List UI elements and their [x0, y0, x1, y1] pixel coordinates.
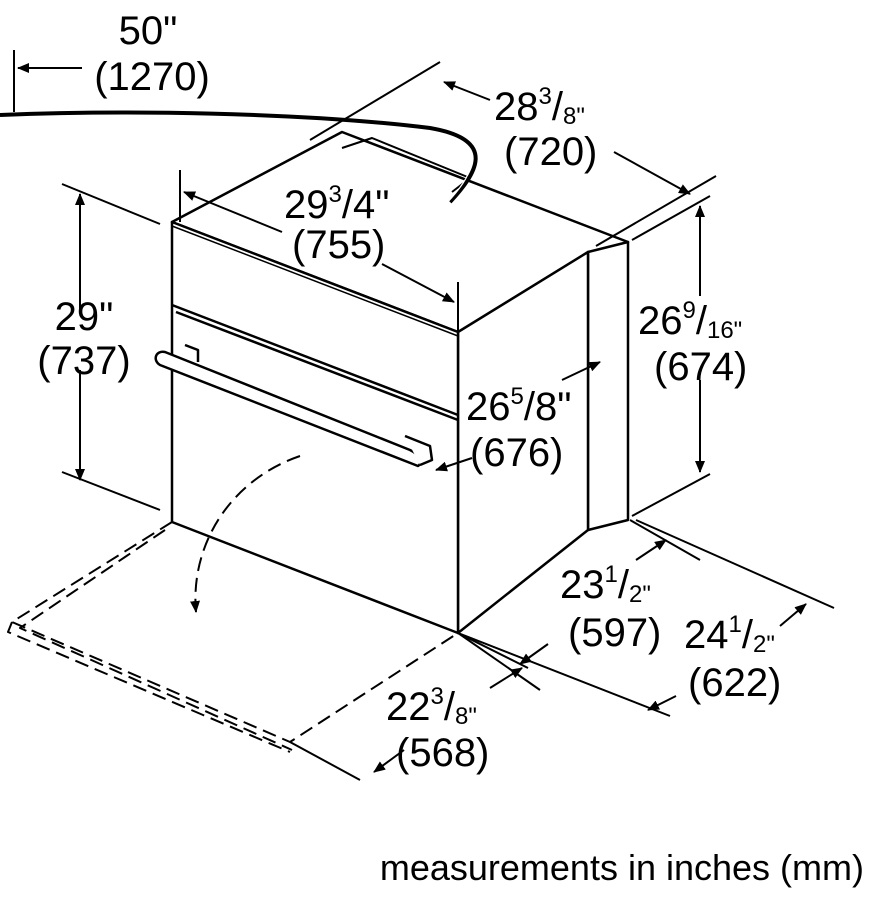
svg-text:(1270): (1270): [94, 55, 210, 99]
svg-text:223/8": 223/8": [386, 683, 477, 730]
control-panel-divider: [171, 303, 459, 417]
label-overall-depth: 283/8" (720): [494, 83, 597, 174]
svg-text:(674): (674): [654, 345, 747, 389]
caption: measurements in inches (mm): [380, 847, 864, 888]
power-cord: [0, 110, 478, 204]
door-swing-outline: [7, 455, 459, 753]
svg-text:293/4": 293/4": [284, 181, 389, 227]
svg-text:241/2": 241/2": [684, 611, 775, 658]
svg-text:29": 29": [55, 295, 114, 339]
svg-text:(676): (676): [470, 431, 563, 475]
oven-drawing: [0, 110, 630, 753]
svg-text:(737): (737): [37, 339, 130, 383]
svg-text:(597): (597): [568, 611, 661, 655]
svg-text:(568): (568): [396, 731, 489, 775]
label-cord-length: 50" (1270): [94, 9, 210, 99]
svg-text:50": 50": [119, 9, 178, 53]
label-overall-height: 29" (737): [37, 295, 130, 383]
svg-text:(755): (755): [292, 223, 385, 267]
svg-text:265/8": 265/8": [466, 383, 571, 429]
door-swing-arrow: [190, 455, 301, 613]
label-overall-width: 293/4" (755): [284, 181, 389, 267]
label-total-depth: 241/2" (622): [684, 611, 781, 705]
label-body-height: 269/16" (674): [638, 297, 747, 389]
label-door-open-depth: 223/8" (568): [386, 683, 489, 775]
dimension-lines: [13, 50, 835, 781]
oven-back-panel: [586, 240, 630, 532]
svg-text:(720): (720): [504, 130, 597, 174]
svg-text:283/8": 283/8": [494, 83, 585, 130]
svg-text:269/16": 269/16": [638, 297, 742, 344]
label-body-depth: 231/2" (597): [560, 561, 661, 655]
svg-text:231/2": 231/2": [560, 561, 651, 608]
svg-text:(622): (622): [688, 661, 781, 705]
label-body-width: 265/8" (676): [466, 383, 571, 475]
